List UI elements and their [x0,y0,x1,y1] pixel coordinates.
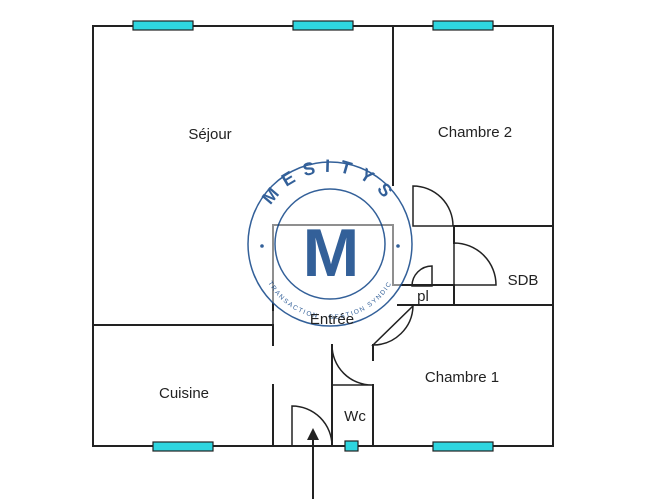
window-sejour-left [132,20,194,31]
window-sejour-right [292,20,354,31]
label-wc: Wc [344,408,366,425]
door-entrance [291,405,333,447]
window-chambre1 [432,441,494,452]
entrance-arrow [307,428,319,499]
door-wc [331,344,373,386]
window-cuisine [152,441,214,452]
label-sdb: SDB [508,272,539,289]
window-wc [344,440,359,452]
label-sejour: Séjour [188,126,231,143]
door-chambre1 [371,304,414,346]
watermark-monogram: M [303,215,360,291]
label-chambre2: Chambre 2 [438,124,512,141]
watermark-logo: MESITYS M TRANSACTION · GESTION SYNDIC [247,156,413,327]
door-chambre2 [412,185,454,227]
windows [132,20,494,452]
label-pl: pl [417,288,429,305]
room-labels: Séjour Chambre 2 SDB pl Entrée Cuisine W… [159,124,538,425]
outer-wall [92,25,554,447]
window-chambre2 [432,20,494,31]
door-pl [411,265,433,287]
label-chambre1: Chambre 1 [425,369,499,386]
label-entree: Entrée [310,311,354,328]
label-cuisine: Cuisine [159,385,209,402]
doors [272,185,497,447]
door-sdb [453,242,497,286]
